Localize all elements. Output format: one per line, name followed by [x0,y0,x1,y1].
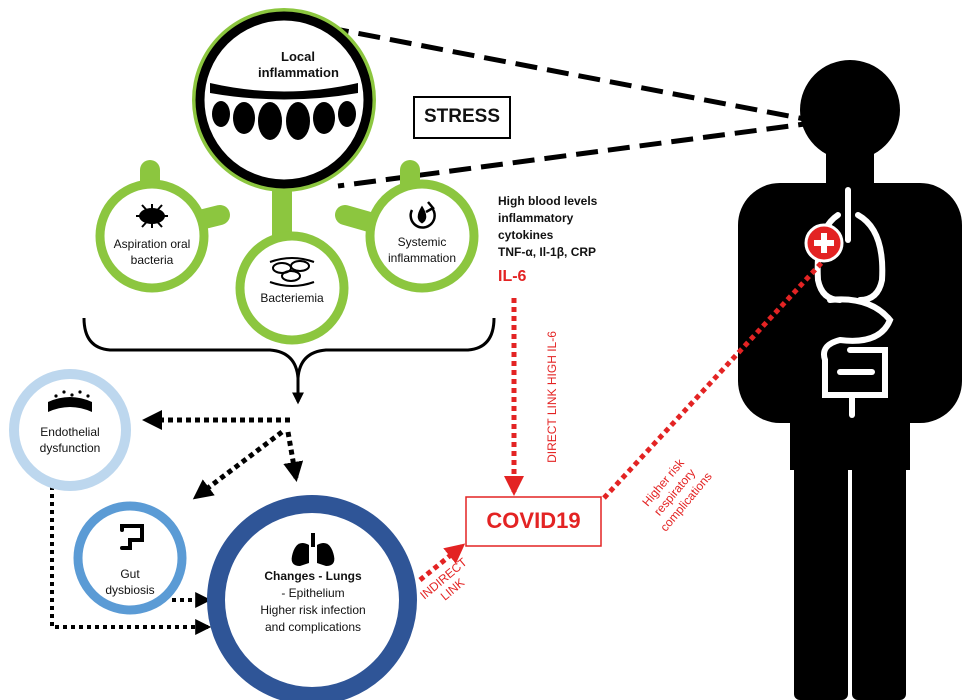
cytokines-line-2: inflammatory [498,211,574,225]
recycle-drop-icon [409,201,436,229]
gut-label: Gut dysbiosis [105,567,155,597]
bacteriemia-circle [235,231,349,345]
endothelial-circle [9,369,131,491]
direct-link-label: DIRECT LINK HIGH IL-6 [545,331,559,463]
lungs-item-1: - Epithelium [281,586,345,600]
stress-label: STRESS [423,106,501,127]
intestine-icon [120,524,144,550]
human-silhouette-icon [738,60,962,700]
black-dotted-arrows [142,410,304,500]
lungs-title: Changes - Lungs [264,569,362,583]
lungs-icon [291,533,335,566]
black-dotted-links [50,478,212,635]
bacteria-icon [136,204,168,228]
systemic-circle [365,179,479,293]
cytokines-line-4: TNF-α, Il-1β, CRP [498,245,597,259]
blood-cells-icon [269,257,315,287]
local-inflammation-label: Local inflammation [258,49,339,80]
systemic-label: Systemic inflammation [387,235,457,265]
lungs-circle [207,495,417,700]
cytokines-line-1: High blood levels [498,194,598,208]
local-inflammation-circle [192,8,376,192]
stress-box [413,96,511,139]
cytokines-text: High blood levels inflammatory cytokines… [498,193,638,261]
aspiration-label: Aspiration oral bacteria [113,237,191,267]
lungs-item-2: Higher risk infection [260,603,366,617]
covid-label: COVID19 [486,508,581,533]
endothelial-label: Endothelial dysfunction [39,425,101,455]
bacteriemia-label: Bacteriemia [260,291,324,305]
cytokines-line-3: cytokines [498,228,554,242]
head-link-top [329,25,821,125]
vessel-icon [48,390,92,412]
gut-circle [73,501,187,615]
il6-label: IL-6 [498,268,527,285]
lungs-text: Changes - Lungs - Epithelium Higher risk… [238,568,388,636]
medical-cross-icon [804,223,844,263]
lungs-item-3: and complications [264,620,362,634]
aspiration-circle [95,179,209,293]
teeth-icon [210,83,358,140]
red-dotted-arrows [418,256,828,582]
covid-box [465,496,602,547]
